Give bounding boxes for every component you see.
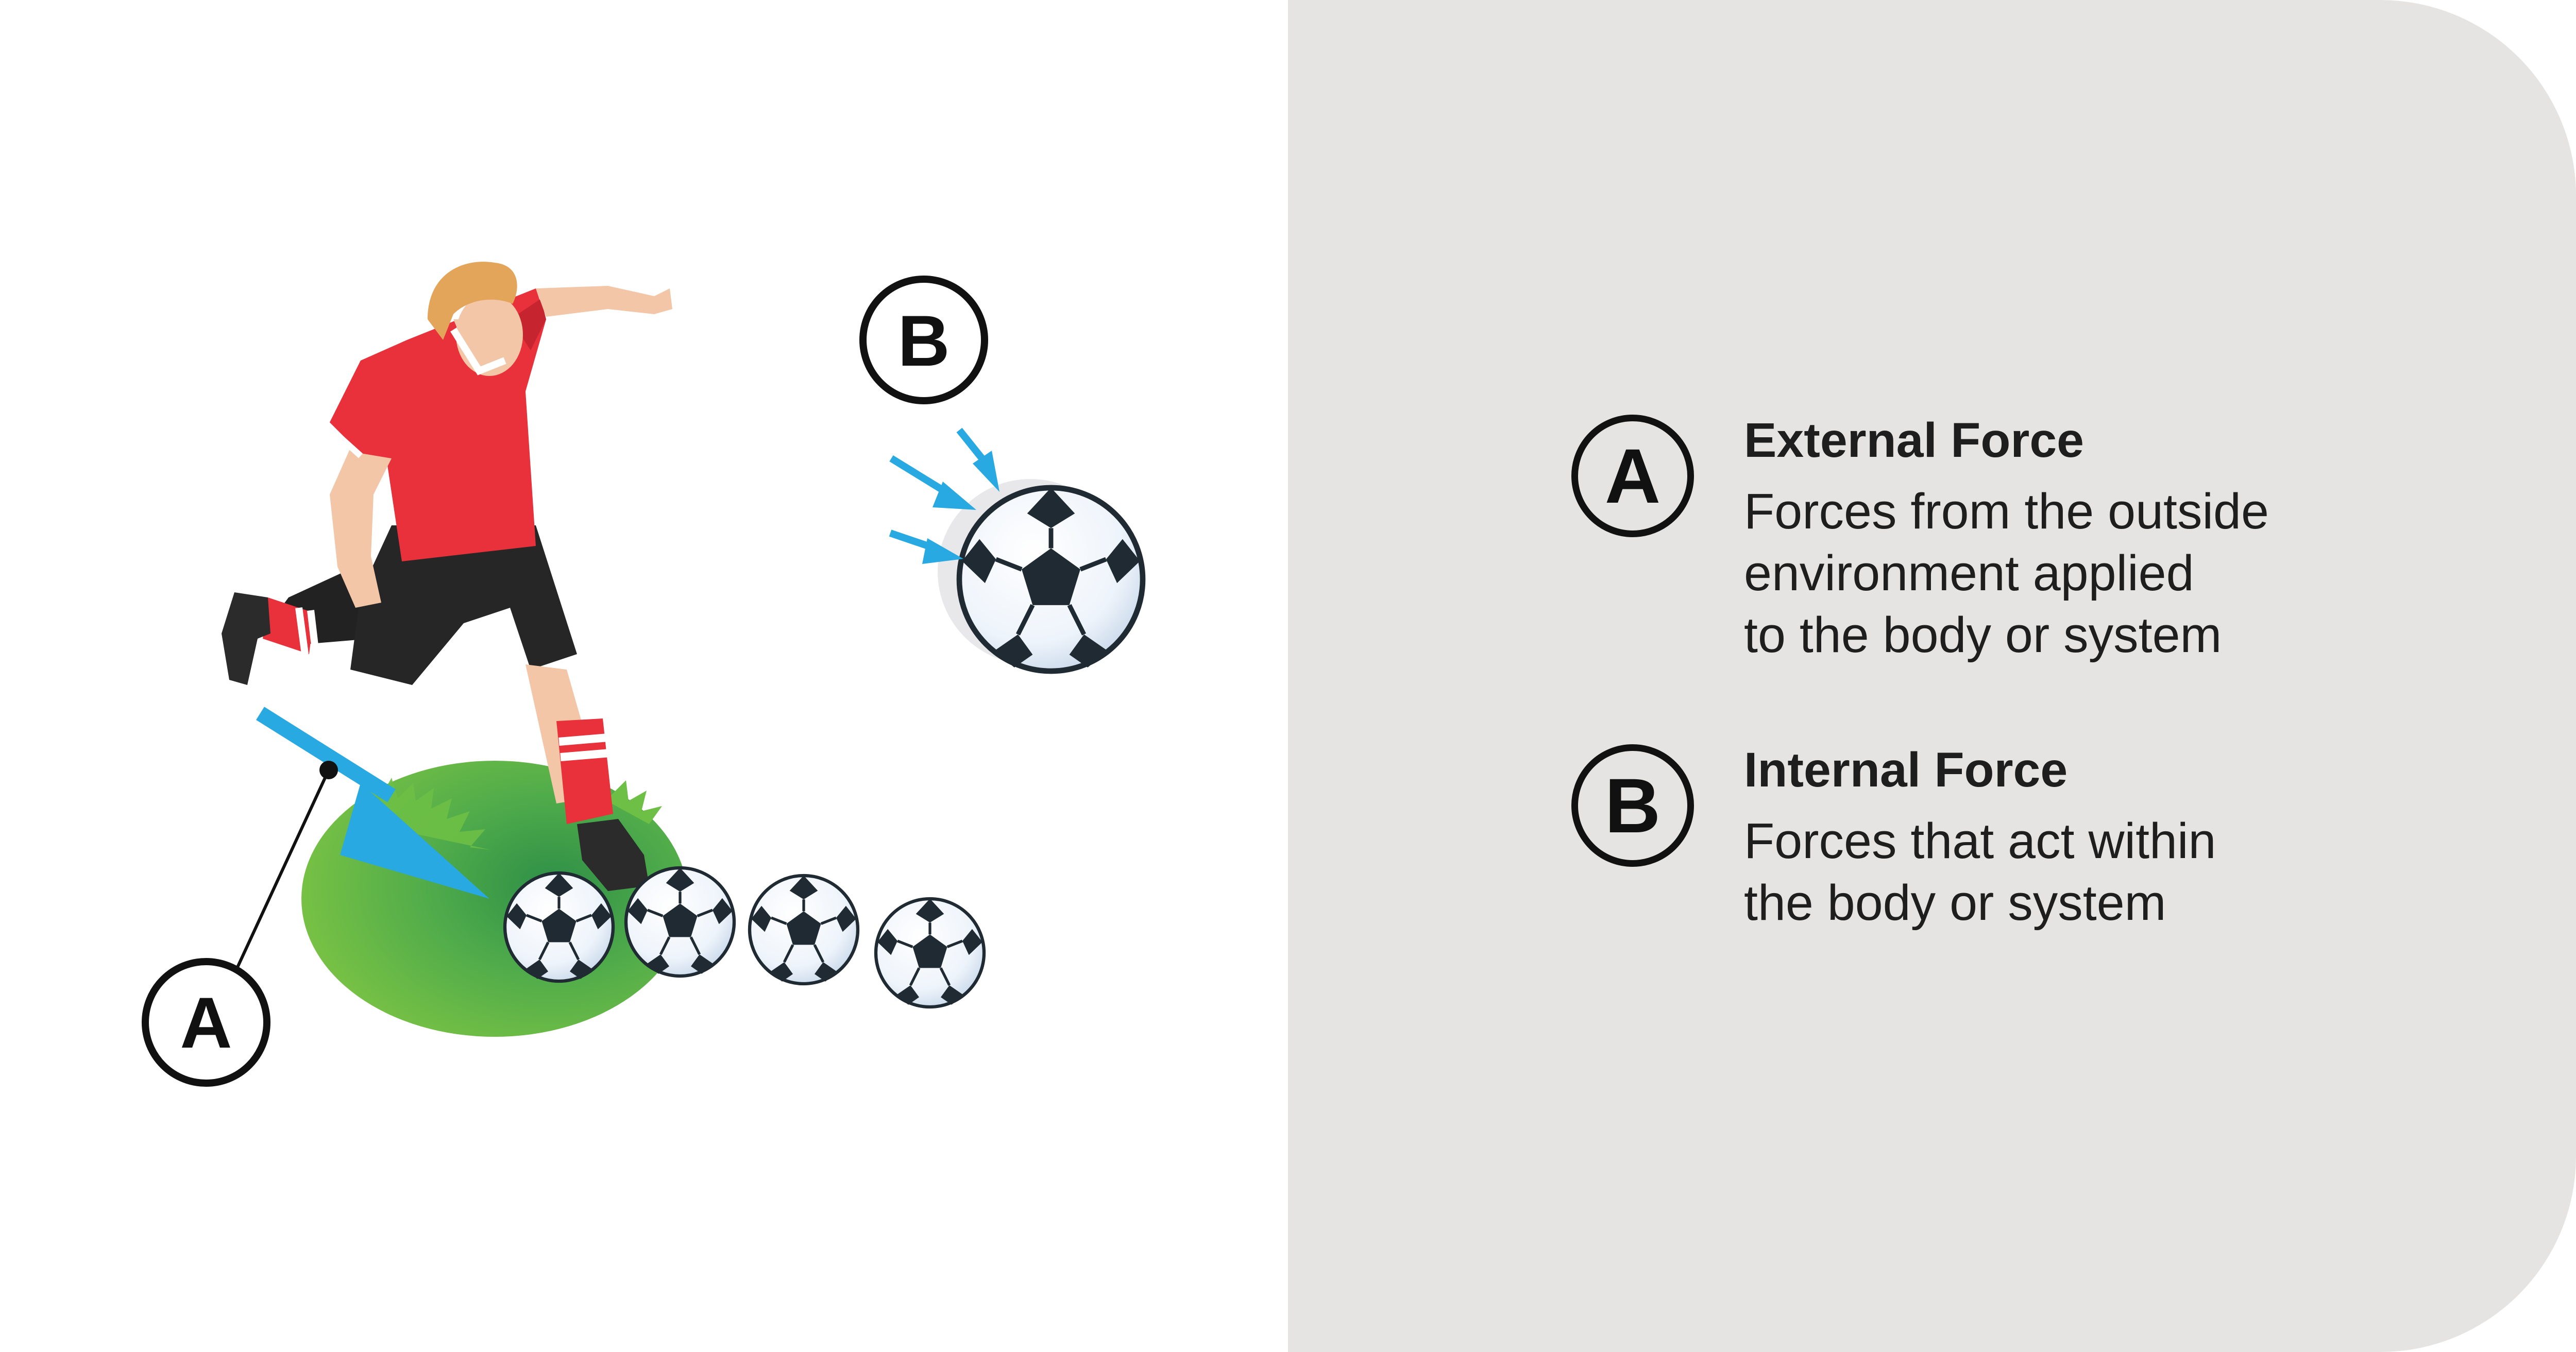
- legend-line: environment applied: [1744, 545, 2194, 601]
- legend-description: Forces that act within the body or syste…: [1744, 810, 2517, 934]
- legend-line: to the body or system: [1744, 607, 2222, 663]
- soccer-ball-icon: [750, 876, 858, 984]
- legend-line: the body or system: [1744, 875, 2166, 931]
- force-arrow-icon: [256, 707, 489, 899]
- legend-panel: [1288, 0, 2576, 1352]
- soccer-ball-icon: [959, 488, 1143, 671]
- callout-a: A: [142, 958, 270, 1087]
- legend-marker-b: B: [1571, 744, 1694, 867]
- legend-line: Forces from the outside: [1744, 483, 2269, 539]
- callout-a-label: A: [180, 982, 232, 1063]
- legend-line: Forces that act within: [1744, 813, 2216, 869]
- soccer-kick-illustration: A B: [142, 262, 1288, 1087]
- legend-title: Internal Force: [1744, 743, 2068, 797]
- legend-description: Forces from the outside environment appl…: [1744, 481, 2517, 666]
- callout-b-label: B: [897, 300, 950, 381]
- soccer-ball-icon: [626, 868, 734, 976]
- force-arrow-icon: [889, 427, 999, 564]
- callout-b: B: [859, 276, 988, 404]
- soccer-player-illustration: [222, 262, 672, 891]
- legend-marker-a: A: [1571, 415, 1694, 537]
- soccer-ball-icon: [876, 899, 984, 1007]
- callout-leader-line: [235, 761, 338, 969]
- legend-title: External Force: [1744, 413, 2084, 468]
- soccer-ball-icon: [505, 873, 613, 981]
